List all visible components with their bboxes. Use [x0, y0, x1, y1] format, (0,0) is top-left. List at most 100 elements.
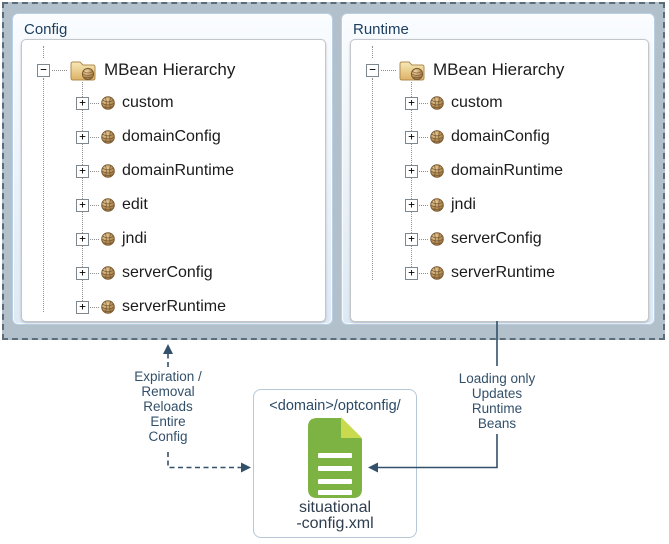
tree-node-row: + domainRuntime	[351, 154, 648, 188]
optconfig-path-label: <domain>/optconfig/	[269, 398, 401, 414]
tree-node-row: + serverRuntime	[351, 256, 648, 290]
mbean-icon	[430, 130, 444, 144]
expand-toggle-icon[interactable]: +	[405, 96, 418, 110]
tree-node-row: + serverConfig	[22, 256, 325, 290]
tree-node-row: + jndi	[351, 188, 648, 222]
tree-node-label: domainRuntime	[451, 162, 564, 179]
mbean-icon	[101, 96, 115, 110]
expand-toggle-icon[interactable]: +	[76, 300, 89, 314]
annotation-line: Updates	[471, 386, 523, 401]
tree-node-label: domainRuntime	[122, 162, 235, 179]
expand-toggle-icon[interactable]: +	[405, 198, 418, 212]
expand-toggle-icon[interactable]: +	[405, 164, 418, 178]
tree-connector	[419, 238, 428, 240]
tree-connector	[419, 170, 428, 172]
config-server-panel: Config − MBean Hierarchy + custom + domainC…	[12, 13, 333, 325]
tree-connector	[90, 238, 99, 240]
tree-node-row: + domainRuntime	[22, 154, 325, 188]
mbean-icon	[101, 130, 115, 144]
mbean-tree-config: − MBean Hierarchy + custom + domainConfig + d…	[21, 39, 326, 322]
annotation-line: Expiration /	[134, 369, 202, 384]
panel-title-config: Config	[24, 21, 68, 38]
mbean-icon	[101, 232, 115, 246]
expand-toggle-icon[interactable]: +	[76, 164, 89, 178]
mbean-icon	[430, 232, 444, 246]
tree-connector	[411, 82, 412, 273]
arrow-right-head	[241, 462, 251, 473]
expand-toggle-icon[interactable]: +	[76, 232, 89, 246]
file-name-line: situational	[298, 499, 372, 516]
folder-icon	[399, 61, 425, 81]
tree-root-row: − MBean Hierarchy	[351, 56, 564, 84]
arrow-up-head	[163, 344, 173, 354]
mbean-icon	[101, 198, 115, 212]
tree-connector	[419, 136, 428, 138]
mbean-icon	[430, 198, 444, 212]
annotation-line: Removal	[141, 384, 195, 399]
tree-node-label: jndi	[451, 196, 476, 213]
tree-connector	[90, 204, 99, 206]
tree-node-row: + domainConfig	[351, 120, 648, 154]
file-name-line: -config.xml	[296, 515, 374, 532]
tree-node-row: + edit	[22, 188, 325, 222]
mbean-servers-region: Config − MBean Hierarchy + custom + domainC…	[2, 2, 665, 340]
tree-node-label: custom	[122, 94, 174, 111]
tree-node-label: domainConfig	[451, 128, 550, 145]
tree-children: +custom+domainConfig+domainRuntime+jndi+…	[351, 86, 648, 290]
tree-node-label: serverConfig	[122, 264, 213, 281]
annotation-line: Reloads	[143, 399, 193, 414]
expand-toggle-icon[interactable]: +	[405, 232, 418, 246]
tree-root-label: MBean Hierarchy	[104, 60, 236, 79]
tree-connector	[419, 272, 428, 274]
tree-connector	[90, 170, 99, 172]
annotation-line: Entire	[150, 414, 186, 429]
tree-node-row: + serverRuntime	[22, 290, 325, 324]
annotation-line: Loading only	[458, 371, 536, 386]
mbean-icon	[101, 266, 115, 280]
tree-root-row: − MBean Hierarchy	[22, 56, 235, 84]
collapse-toggle-icon[interactable]: −	[37, 63, 50, 77]
mbean-icon	[430, 164, 444, 178]
expiration-annotation: Expiration / Removal Reloads Entire Conf…	[100, 369, 236, 444]
tree-node-row: + domainConfig	[22, 120, 325, 154]
collapse-toggle-icon[interactable]: −	[366, 63, 379, 77]
expand-toggle-icon[interactable]: +	[76, 266, 89, 280]
panel-title-runtime: Runtime	[353, 21, 409, 38]
tree-node-row: +jndi	[22, 222, 325, 256]
annotation-line: Runtime	[471, 401, 523, 416]
folder-icon	[70, 61, 96, 81]
mbean-tree-runtime: − MBean Hierarchy +custom+domainConfig+d…	[350, 39, 649, 322]
tree-node-label: serverRuntime	[451, 264, 556, 281]
tree-connector	[90, 102, 99, 104]
tree-node-label: serverRuntime	[122, 298, 227, 315]
tree-connector	[372, 46, 373, 58]
tree-connector	[82, 82, 83, 307]
annotation-line: Beans	[477, 416, 517, 431]
tree-connector	[90, 272, 99, 274]
file-name-label: situational -config.xml	[254, 500, 416, 532]
tree-connector	[90, 306, 99, 308]
tree-node-label: edit	[122, 196, 148, 213]
tree-children: +custom+domainConfig+domainRuntime+edit+…	[22, 86, 325, 324]
tree-connector	[43, 46, 44, 58]
xml-document-icon	[308, 417, 362, 498]
expand-toggle-icon[interactable]: +	[76, 198, 89, 212]
expand-toggle-icon[interactable]: +	[76, 96, 89, 110]
tree-connector	[381, 69, 396, 71]
tree-node-label: domainConfig	[122, 128, 221, 145]
tree-node-row: + custom	[22, 86, 325, 120]
annotation-line: Config	[148, 429, 188, 444]
tree-connector	[43, 78, 44, 312]
expand-toggle-icon[interactable]: +	[76, 130, 89, 144]
tree-connector	[372, 78, 373, 280]
expiration-to-file-line	[167, 452, 241, 469]
mbean-icon	[430, 96, 444, 110]
tree-connector	[90, 136, 99, 138]
mbean-icon	[101, 164, 115, 178]
mbean-icon	[430, 266, 444, 280]
expand-toggle-icon[interactable]: +	[405, 266, 418, 280]
tree-root-label: MBean Hierarchy	[433, 60, 565, 79]
expand-toggle-icon[interactable]: +	[405, 130, 418, 144]
runtime-server-panel: Runtime − MBean Hierarchy +custom+domain…	[341, 13, 655, 325]
